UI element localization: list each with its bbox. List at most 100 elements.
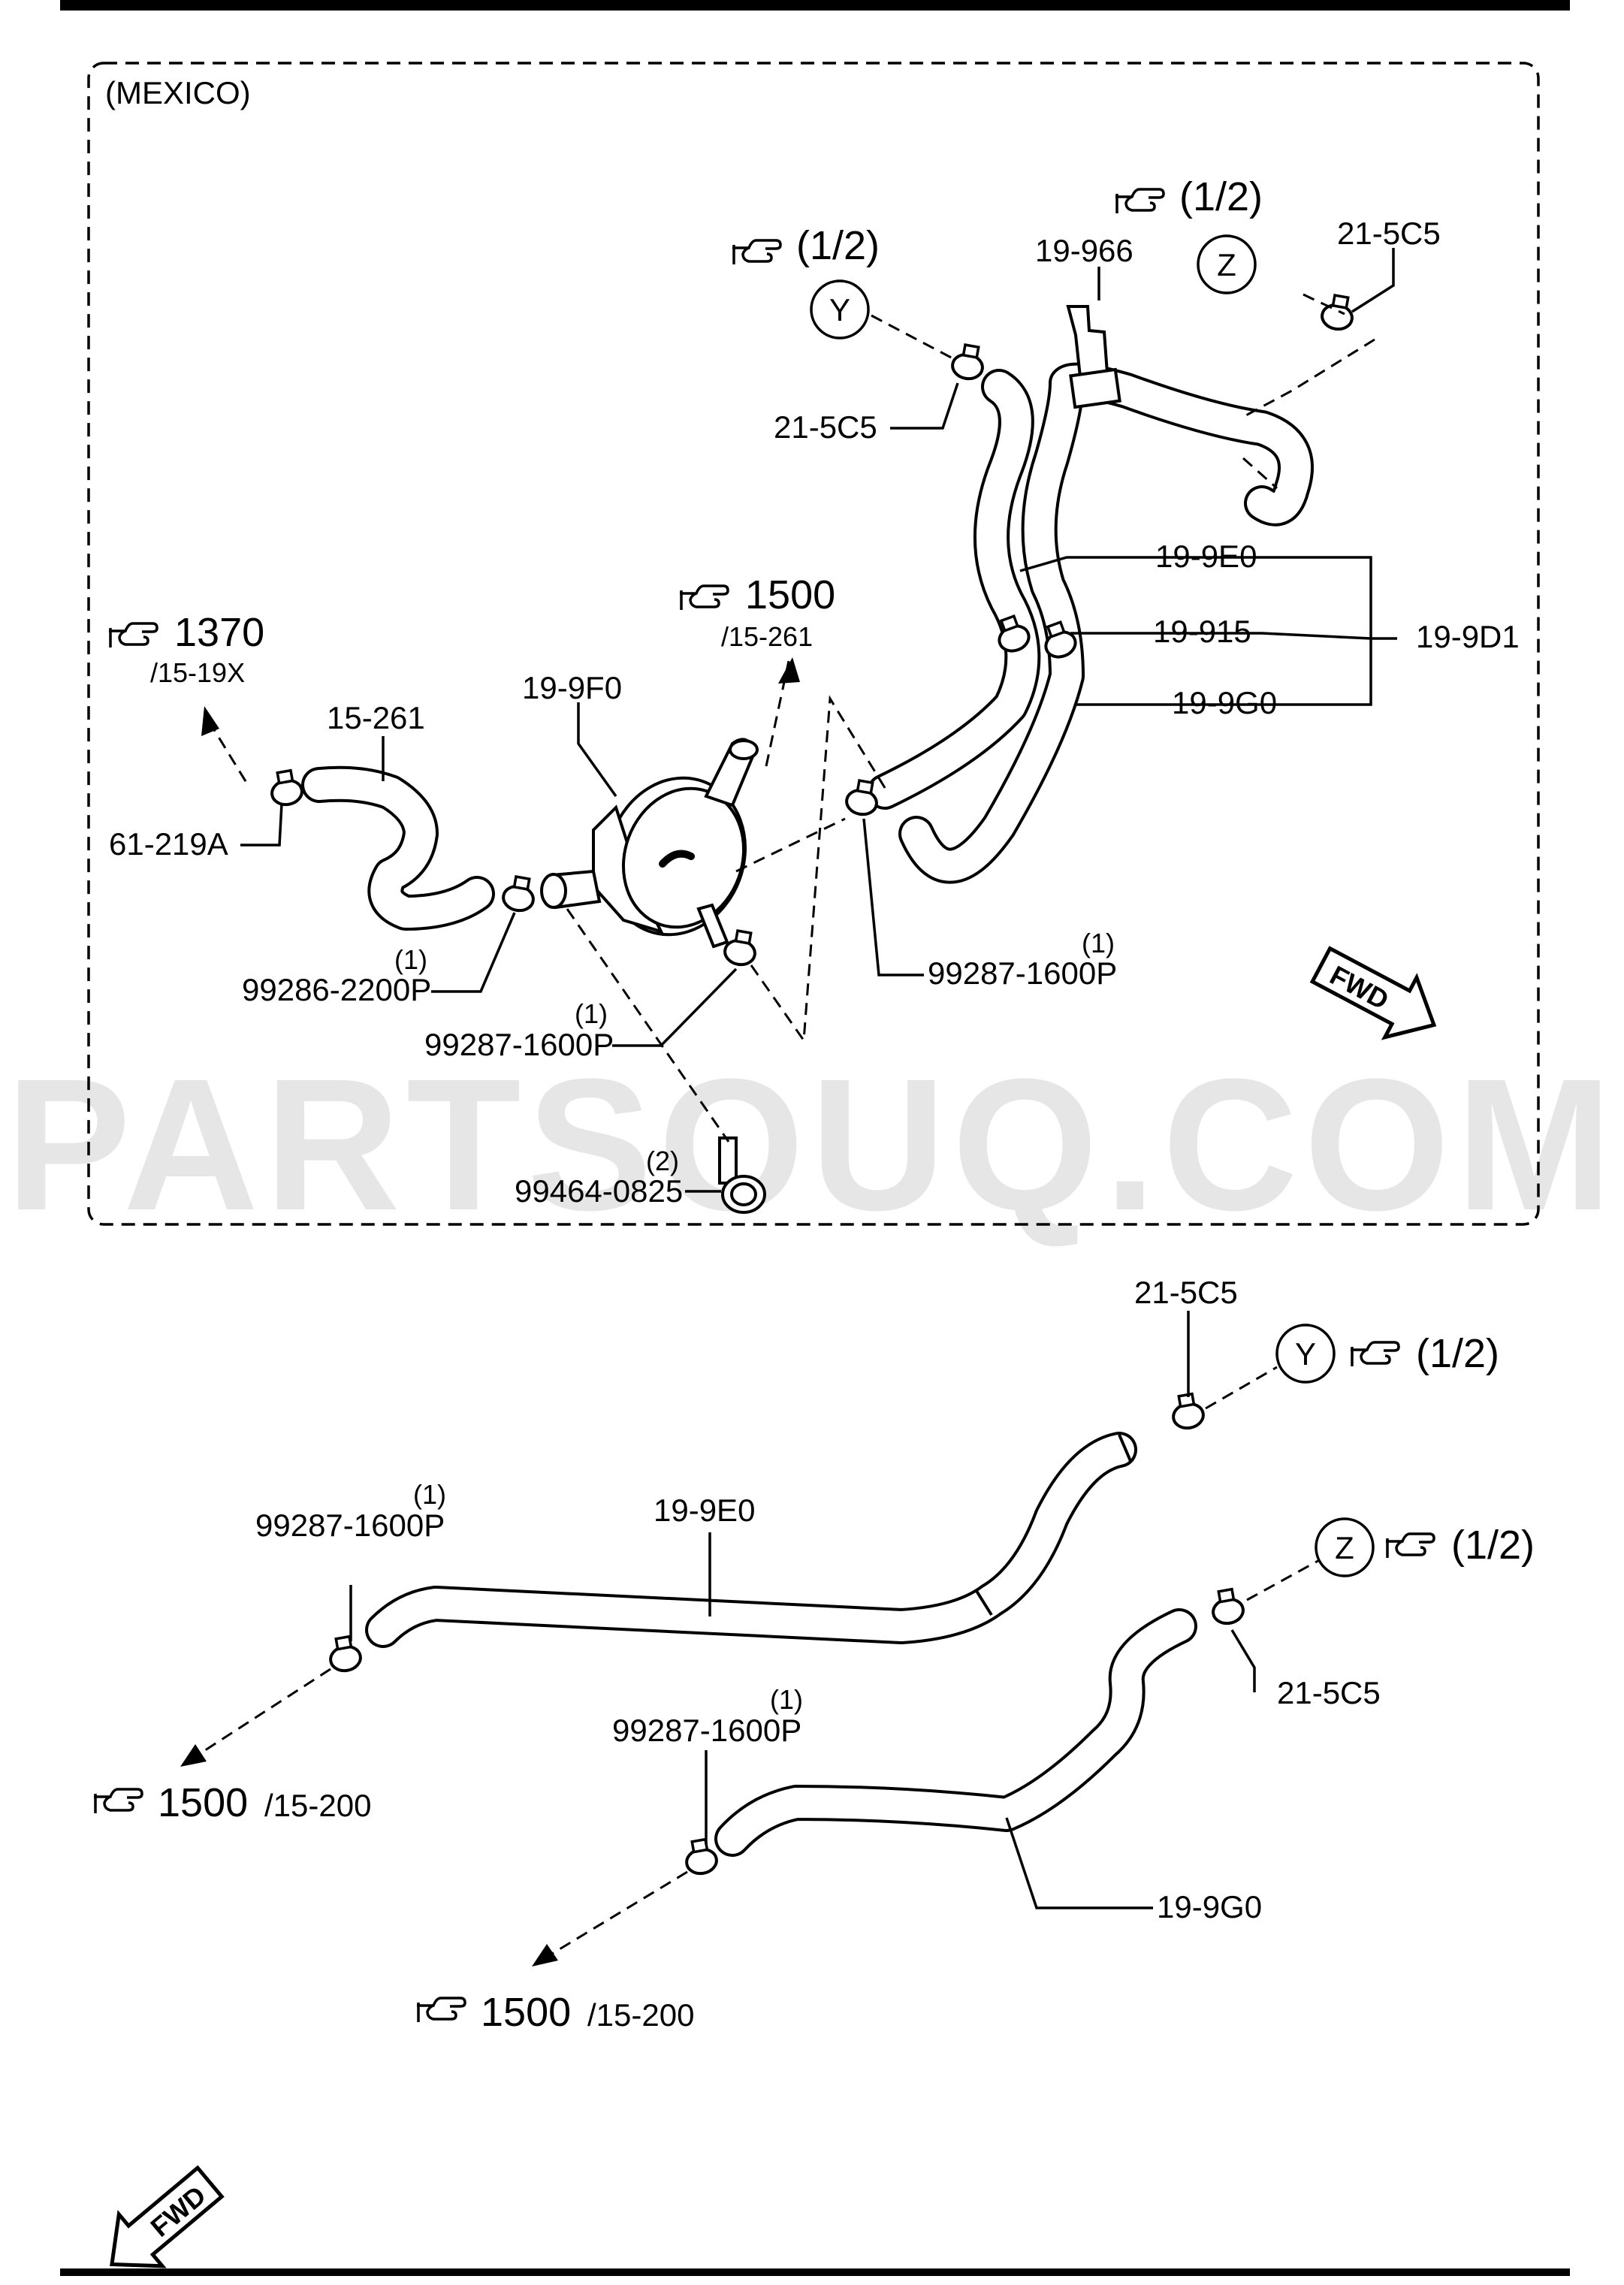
svg-text:/15-261: /15-261 bbox=[721, 621, 813, 652]
svg-text:(1/2): (1/2) bbox=[796, 223, 880, 268]
clamp-21-5c5-lower-top bbox=[1168, 1390, 1207, 1432]
lower-ref-1500-a: 1500 /15-200 bbox=[92, 1780, 371, 1825]
pointing-hand-icon bbox=[1114, 188, 1165, 215]
svg-text:(1/2): (1/2) bbox=[1416, 1331, 1499, 1376]
svg-text:(1/2): (1/2) bbox=[1451, 1523, 1535, 1568]
arrow-to-1370 bbox=[201, 706, 219, 736]
upper-dashed-lines bbox=[207, 293, 1375, 1142]
top-border bbox=[60, 0, 1570, 11]
svg-text:Y: Y bbox=[829, 292, 850, 328]
circle-y-icon bbox=[810, 279, 870, 340]
svg-text:/15-200: /15-200 bbox=[587, 1997, 694, 2033]
pointing-hand-icon bbox=[1349, 1341, 1400, 1368]
upper-ref-y: (1/2) Y bbox=[731, 223, 880, 340]
pointing-hand-icon bbox=[107, 622, 158, 649]
label-19-966: 19-966 bbox=[1035, 233, 1133, 268]
oil-cooler-19-9f0 bbox=[540, 738, 759, 949]
clamp-21-5c5-lower-bottom bbox=[1208, 1586, 1247, 1628]
upper-ref-1500: 1500 /15-261 bbox=[678, 572, 835, 652]
circle-z-icon bbox=[1315, 1517, 1375, 1577]
clamp-21-5c5-upper-left bbox=[949, 341, 988, 383]
svg-text:(1): (1) bbox=[394, 944, 427, 975]
label-99286-2200p: 99286-2200P bbox=[242, 972, 431, 1007]
clamp-99287-1600p-lower-a bbox=[325, 1633, 364, 1675]
hose-end bbox=[1118, 1434, 1132, 1462]
svg-text:1500: 1500 bbox=[481, 1990, 571, 2035]
label-21-5c5-lower-top: 21-5C5 bbox=[1134, 1275, 1238, 1310]
pointing-hand-icon bbox=[678, 584, 729, 611]
label-15-261: 15-261 bbox=[327, 700, 425, 735]
lower-leader-lines bbox=[349, 1311, 1256, 1909]
svg-text:1500: 1500 bbox=[745, 572, 835, 617]
upper-ref-z: (1/2) Z bbox=[1114, 174, 1263, 294]
pointing-hand-icon bbox=[92, 1788, 143, 1815]
label-19-9g0-lower: 19-9G0 bbox=[1157, 1889, 1262, 1924]
label-99287-1600p-upper-left: 99287-1600P bbox=[424, 1027, 614, 1062]
clamp-99286-2200p bbox=[500, 873, 539, 915]
upper-part-labels: 19-966 21-5C5 21-5C5 19-9E0 19-915 19-9G… bbox=[109, 216, 1520, 1209]
clamp-61-219a bbox=[267, 767, 306, 809]
circle-z-icon bbox=[1197, 234, 1257, 294]
svg-text:(1): (1) bbox=[770, 1684, 803, 1715]
arrow-to-1500-lower-a bbox=[180, 1744, 207, 1767]
mexico-region-box bbox=[87, 62, 1540, 1226]
svg-text:(1): (1) bbox=[1082, 928, 1115, 958]
label-19-9e0-upper: 19-9E0 bbox=[1155, 539, 1257, 574]
lower-dashed-lines bbox=[187, 1366, 1323, 1962]
lower-ref-y: Y (1/2) bbox=[1275, 1324, 1499, 1384]
label-19-9g0-upper: 19-9G0 bbox=[1172, 685, 1277, 720]
svg-text:Z: Z bbox=[1217, 247, 1236, 282]
pointing-hand-icon bbox=[415, 1997, 466, 2024]
lower-hose-19-9e0 bbox=[365, 1432, 1137, 1648]
label-21-5c5-upper-left: 21-5C5 bbox=[774, 409, 877, 445]
lower-ref-1500-b: 1500 /15-200 bbox=[415, 1990, 694, 2035]
svg-text:(1): (1) bbox=[575, 998, 608, 1029]
upper-leader-lines bbox=[240, 248, 1397, 1193]
watermark-text: PARTSOUQ.COM bbox=[6, 1040, 1619, 1249]
clamp-21-5c5-upper-right bbox=[1318, 291, 1357, 334]
bolt-99464-0825 bbox=[718, 1136, 766, 1214]
lower-part-labels: 21-5C5 21-5C5 19-9E0 19-9G0 (1) 99287-16… bbox=[255, 1275, 1381, 1924]
clamp-99287-1600p-upper-left bbox=[721, 927, 760, 969]
fwd-arrow-upper-icon: FWD bbox=[1309, 946, 1437, 1040]
svg-text:(1): (1) bbox=[413, 1479, 446, 1510]
clamp-99287-1600p-lower-b bbox=[681, 1836, 720, 1878]
bracket-19-966 bbox=[1066, 305, 1121, 409]
circle-y-icon bbox=[1275, 1324, 1336, 1384]
label-19-9f0: 19-9F0 bbox=[522, 670, 622, 705]
bottom-border bbox=[60, 2268, 1570, 2276]
pointing-hand-icon bbox=[731, 239, 782, 266]
arrow-to-1500-upper bbox=[778, 657, 800, 684]
label-99464-0825: 99464-0825 bbox=[515, 1173, 683, 1209]
label-61-219a: 61-219A bbox=[109, 826, 228, 862]
label-21-5c5-upper-right: 21-5C5 bbox=[1337, 216, 1441, 251]
label-21-5c5-lower-bottom: 21-5C5 bbox=[1277, 1675, 1381, 1710]
svg-text:/15-200: /15-200 bbox=[264, 1788, 371, 1823]
label-19-9e0-lower: 19-9E0 bbox=[654, 1493, 755, 1528]
label-19-9d1: 19-9D1 bbox=[1416, 619, 1520, 654]
label-99287-1600p-lower-b: 99287-1600P bbox=[612, 1713, 801, 1748]
upper-ref-1370: 1370 /15-19X bbox=[107, 610, 264, 688]
svg-text:1370: 1370 bbox=[174, 610, 264, 655]
label-99287-1600p-upper-right: 99287-1600P bbox=[928, 955, 1117, 991]
upper-hose-15-261 bbox=[301, 765, 495, 931]
hose-joint bbox=[975, 1589, 993, 1616]
svg-text:Z: Z bbox=[1335, 1530, 1354, 1565]
svg-text:(1/2): (1/2) bbox=[1179, 174, 1263, 219]
svg-text:1500: 1500 bbox=[158, 1780, 248, 1825]
pointing-hand-icon bbox=[1384, 1532, 1435, 1559]
label-99287-1600p-lower-a: 99287-1600P bbox=[255, 1508, 445, 1543]
svg-text:Y: Y bbox=[1295, 1336, 1316, 1372]
lower-hose-19-9g0 bbox=[714, 1608, 1197, 1857]
lower-ref-z: Z (1/2) bbox=[1315, 1517, 1535, 1577]
fwd-arrow-lower-icon: FWD bbox=[110, 2165, 225, 2268]
svg-text:/15-19X: /15-19X bbox=[150, 657, 245, 688]
region-label: (MEXICO) bbox=[105, 75, 251, 110]
arrow-to-1500-lower-b bbox=[532, 1944, 558, 1967]
label-19-915: 19-915 bbox=[1153, 614, 1251, 649]
svg-text:(2): (2) bbox=[646, 1146, 679, 1176]
upper-hose-19-9e0 bbox=[867, 369, 1041, 810]
upper-hose-19-9g0 bbox=[898, 362, 1314, 884]
